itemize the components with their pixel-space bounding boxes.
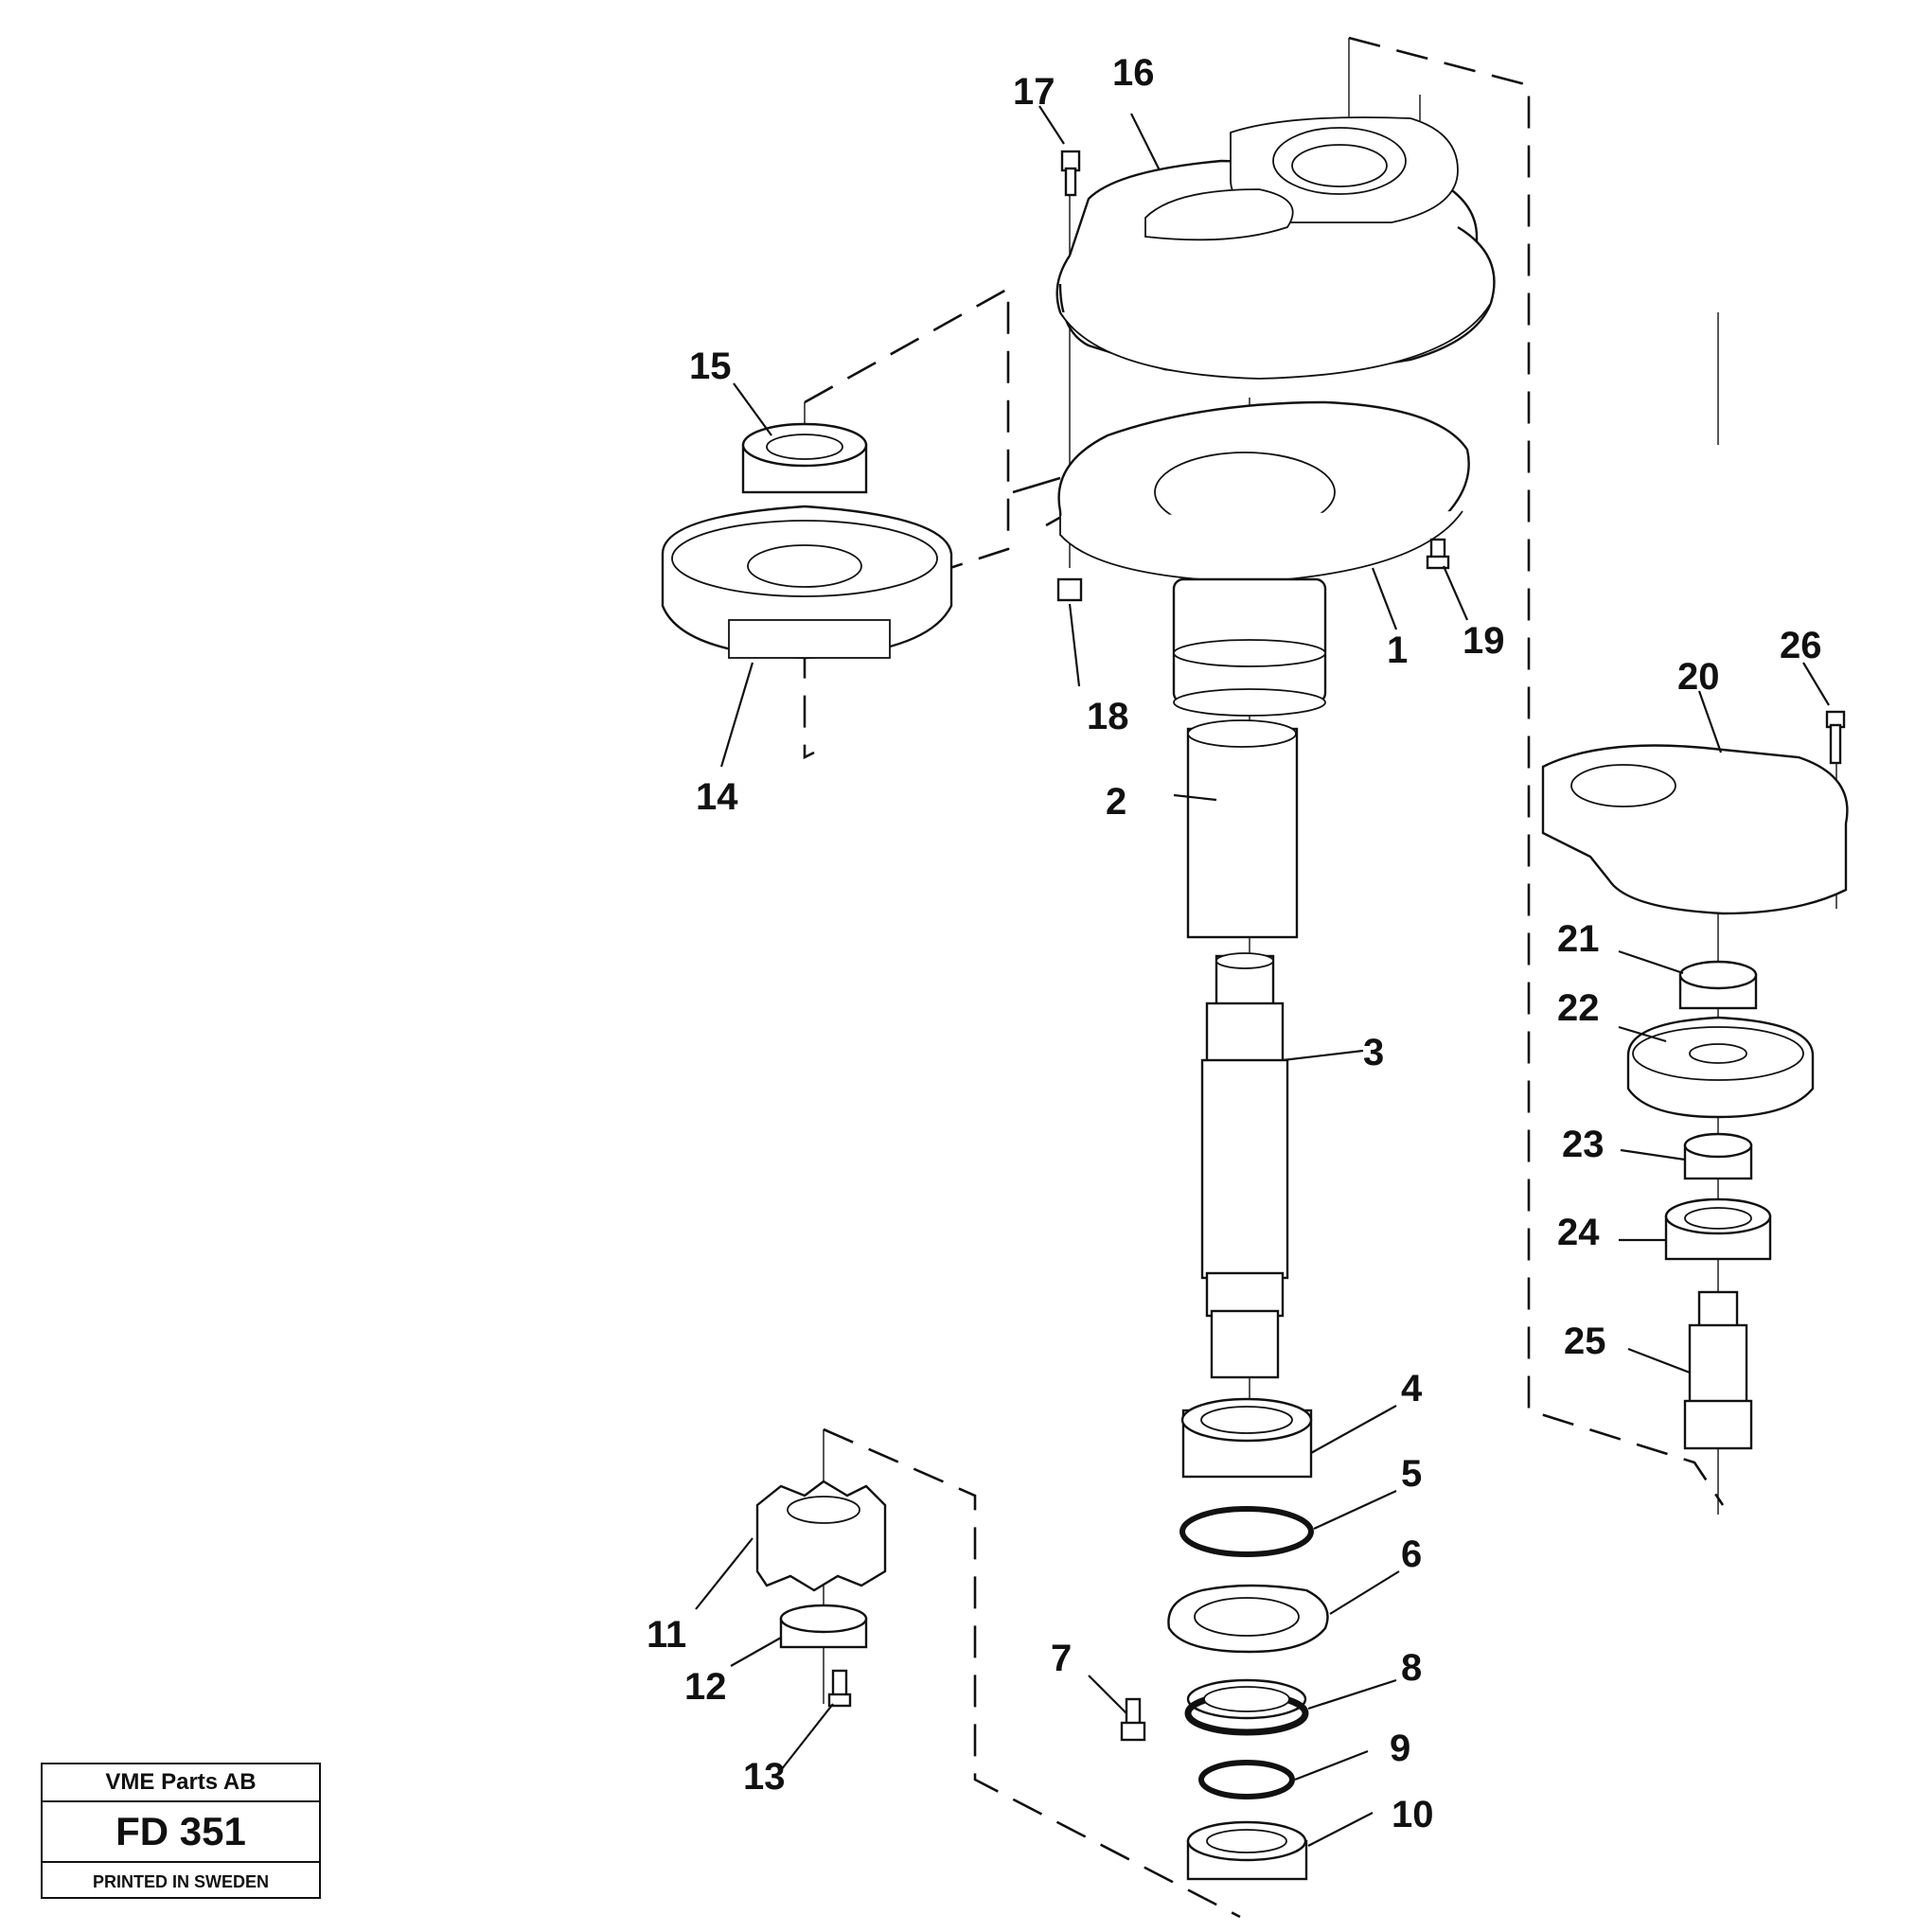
part-bearing-15: [741, 422, 868, 494]
part-bearing-4: [1180, 1397, 1313, 1479]
part-o-ring-5: [1179, 1506, 1314, 1557]
label-23: 23: [1562, 1124, 1605, 1165]
part-screw-13: [827, 1669, 852, 1708]
label-25: 25: [1564, 1320, 1606, 1362]
part-washer-12: [779, 1604, 868, 1649]
part-spacer-23: [1683, 1132, 1753, 1180]
part-bolt-26: [1825, 710, 1846, 765]
label-19: 19: [1463, 620, 1505, 662]
part-sleeve: [1186, 719, 1299, 939]
part-main-housing: [1057, 400, 1470, 717]
label-8: 8: [1401, 1647, 1422, 1689]
figure-code: FD 351: [43, 1802, 319, 1863]
part-gear-14: [661, 505, 953, 660]
part-gear-22: [1626, 1016, 1815, 1119]
label-7: 7: [1051, 1638, 1072, 1679]
part-bearing-24: [1664, 1197, 1772, 1261]
label-18: 18: [1087, 696, 1129, 737]
label-16: 16: [1112, 52, 1155, 94]
label-10: 10: [1392, 1794, 1434, 1835]
label-14: 14: [696, 776, 738, 818]
label-20: 20: [1677, 656, 1720, 698]
part-bearing-cover: [1167, 1584, 1329, 1654]
part-shaft: [1200, 952, 1289, 1379]
title-block: VME Parts AB FD 351 PRINTED IN SWEDEN: [41, 1763, 321, 1899]
label-11: 11: [647, 1614, 686, 1656]
label-22: 22: [1557, 987, 1600, 1029]
part-labels: 1 2 3 4 5 6 7 8 9 10 11 12 13 14 15 16 1…: [647, 52, 1822, 1835]
part-screw-7: [1120, 1697, 1146, 1742]
part-ring-10: [1186, 1820, 1308, 1881]
company-name: VME Parts AB: [43, 1764, 319, 1802]
part-bearing-21: [1678, 960, 1758, 1010]
label-6: 6: [1401, 1533, 1422, 1575]
part-housing-cover: [1055, 116, 1496, 380]
label-3: 3: [1363, 1032, 1384, 1073]
part-bolt-17: [1060, 150, 1081, 197]
label-1: 1: [1387, 629, 1408, 671]
part-screw-19: [1426, 538, 1450, 570]
part-pinion-shaft-25: [1683, 1290, 1753, 1450]
label-15: 15: [689, 346, 732, 387]
part-cover-20: [1541, 744, 1849, 915]
printed-note: PRINTED IN SWEDEN: [92, 1872, 269, 1891]
label-4: 4: [1401, 1368, 1423, 1409]
part-gear-11: [755, 1480, 887, 1592]
label-17: 17: [1013, 71, 1055, 113]
label-13: 13: [743, 1756, 786, 1798]
part-seal-8: [1184, 1678, 1309, 1736]
label-12: 12: [684, 1666, 727, 1708]
label-5: 5: [1401, 1453, 1422, 1495]
label-9: 9: [1390, 1728, 1410, 1769]
label-26: 26: [1780, 625, 1822, 666]
label-24: 24: [1557, 1212, 1600, 1253]
part-o-ring-9: [1198, 1760, 1295, 1799]
label-2: 2: [1106, 781, 1126, 823]
leader-lines: [695, 105, 1830, 1847]
label-21: 21: [1557, 918, 1600, 960]
part-nut-18: [1056, 577, 1083, 602]
